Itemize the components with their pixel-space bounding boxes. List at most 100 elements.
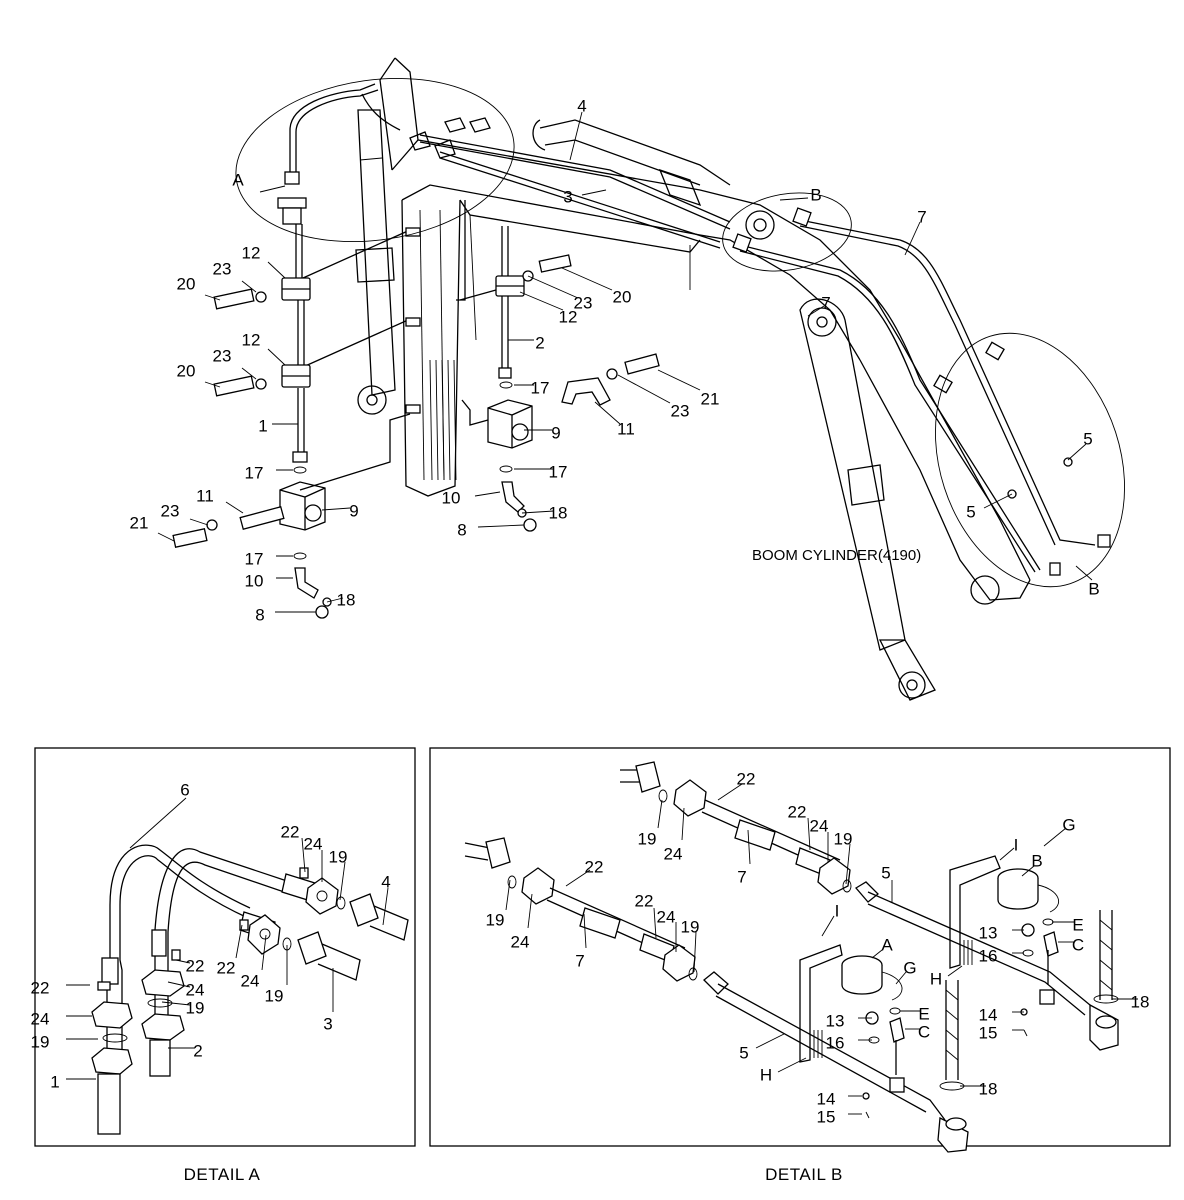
detail-b-callout: I [999,835,1019,861]
main-callout-label: 17 [549,462,568,481]
detail-b-panel [429,747,1171,1153]
main-callout: 17 [245,463,293,482]
detail-b-callout-label: 16 [979,946,998,965]
detail-a-callout-label: 22 [31,978,50,997]
main-callout-label: 2 [535,333,544,352]
main-leader-line [519,291,564,311]
detail-b-callouts: 22192422241972219247222419GIB5E13C16HIAG… [486,769,1150,1126]
detail-a-callout-label: 24 [186,980,205,999]
detail-b-callout: 19 [681,917,699,973]
main-leader-line [594,401,621,425]
main-callout: 2 [508,333,545,352]
boom-pipes [409,117,1111,576]
main-callout-label: 23 [161,501,180,520]
detail-b-callout: 24 [657,907,677,952]
main-leader-line [204,381,221,388]
detail-a-leader-line [175,959,191,964]
main-callout-label: 18 [337,590,356,609]
main-leader-line [521,510,555,514]
main-callout: 9 [321,501,359,520]
main-callout-label: 20 [177,361,196,380]
main-callout-label: 12 [242,330,261,349]
detail-b-callout-label: 7 [737,867,746,886]
main-leader-line [204,294,221,301]
detail-b-callout-label: 15 [979,1023,998,1042]
detail-b-callout: C [905,1022,930,1041]
detail-b-callout: H [760,1057,807,1084]
detail-b-callout: 19 [834,829,852,885]
detail-b-callout: E [1052,915,1084,934]
main-callout: 3 [563,187,607,206]
detail-a-callout-label: 19 [186,998,205,1017]
detail-b-callout-label: B [1031,851,1042,870]
main-callout-label: 20 [613,287,632,306]
detail-b-callout: I [821,901,840,937]
main-leader-line [904,221,921,256]
main-leader-line [983,493,1013,509]
main-leader-line [259,185,286,193]
main-callout: 17 [514,378,549,397]
main-callout-label: 3 [563,187,572,206]
main-leader-line [617,374,671,404]
detail-b-leader-line [505,879,511,911]
detail-b-callout: 7 [737,829,751,886]
detail-b-callout: 15 [979,1023,1024,1042]
main-callout: 17 [514,462,567,481]
main-callout: 18 [326,590,356,609]
main-callout-label: 23 [213,346,232,365]
main-callout-label: 12 [242,243,261,262]
main-callout: 23 [617,374,689,420]
detail-a-callout: 2 [168,1041,203,1060]
detail-b-callout: 14 [817,1089,862,1108]
main-callout: 1 [258,416,298,435]
detail-b-callout-label: I [835,901,840,920]
main-leader-line [241,280,257,293]
detail-a-leader-line [339,861,346,901]
detail-b-callout-label: 18 [979,1079,998,1098]
detail-b-callout: 16 [826,1033,872,1052]
detail-b-callout-label: 7 [575,951,584,970]
main-callout-label: 5 [966,502,975,521]
detail-a-callout: 1 [50,1072,96,1091]
main-callout: 12 [242,243,286,279]
detail-b-callout: 22 [635,891,657,939]
detail-a-callout: 24 [241,934,267,990]
detail-b-callout: 22 [788,802,811,851]
detail-b-callout: G [895,958,917,985]
detail-b-callout-label: 22 [788,802,807,821]
detail-b-callout-label: 24 [511,932,530,951]
detail-a-callout-label: 4 [381,872,390,891]
main-leader-line [1075,565,1093,581]
main-leader-line [807,305,825,317]
detail-b-callout: 24 [810,816,828,862]
detail-b-callout: C [1058,935,1084,954]
detail-b-circle-top [722,192,852,272]
detail-b-leader-line [583,913,587,949]
detail-b-callout-label: H [760,1065,772,1084]
detail-a-leader-line [261,934,267,971]
detail-a-leader-line [235,924,243,959]
main-callout: 7 [904,207,927,256]
detail-b-leader-line [777,1057,807,1073]
main-leader-line [241,367,257,380]
detail-b-callout-label: I [1014,835,1019,854]
detail-b-callout: 24 [664,807,685,863]
detail-b-callout: A [871,935,893,959]
main-callout-label: 21 [130,513,149,532]
detail-a-callout-label: 3 [323,1014,332,1033]
detail-a-callout: 19 [265,945,288,1005]
detail-a-circle [235,77,515,243]
detail-b-leader-line [747,829,751,865]
main-callout: 10 [442,488,501,507]
main-callout: 8 [457,520,525,539]
detail-b-leader-line [999,847,1015,861]
main-leader-line [157,532,175,542]
detail-b-callout-label: 16 [826,1033,845,1052]
valve-group-center [456,200,660,532]
main-callout-label: 8 [457,520,466,539]
detail-b-callout: 13 [979,923,1024,942]
detail-a-callout: 22 [281,822,306,873]
main-callout-label: 17 [245,549,264,568]
main-callout-label: B [1088,579,1099,598]
